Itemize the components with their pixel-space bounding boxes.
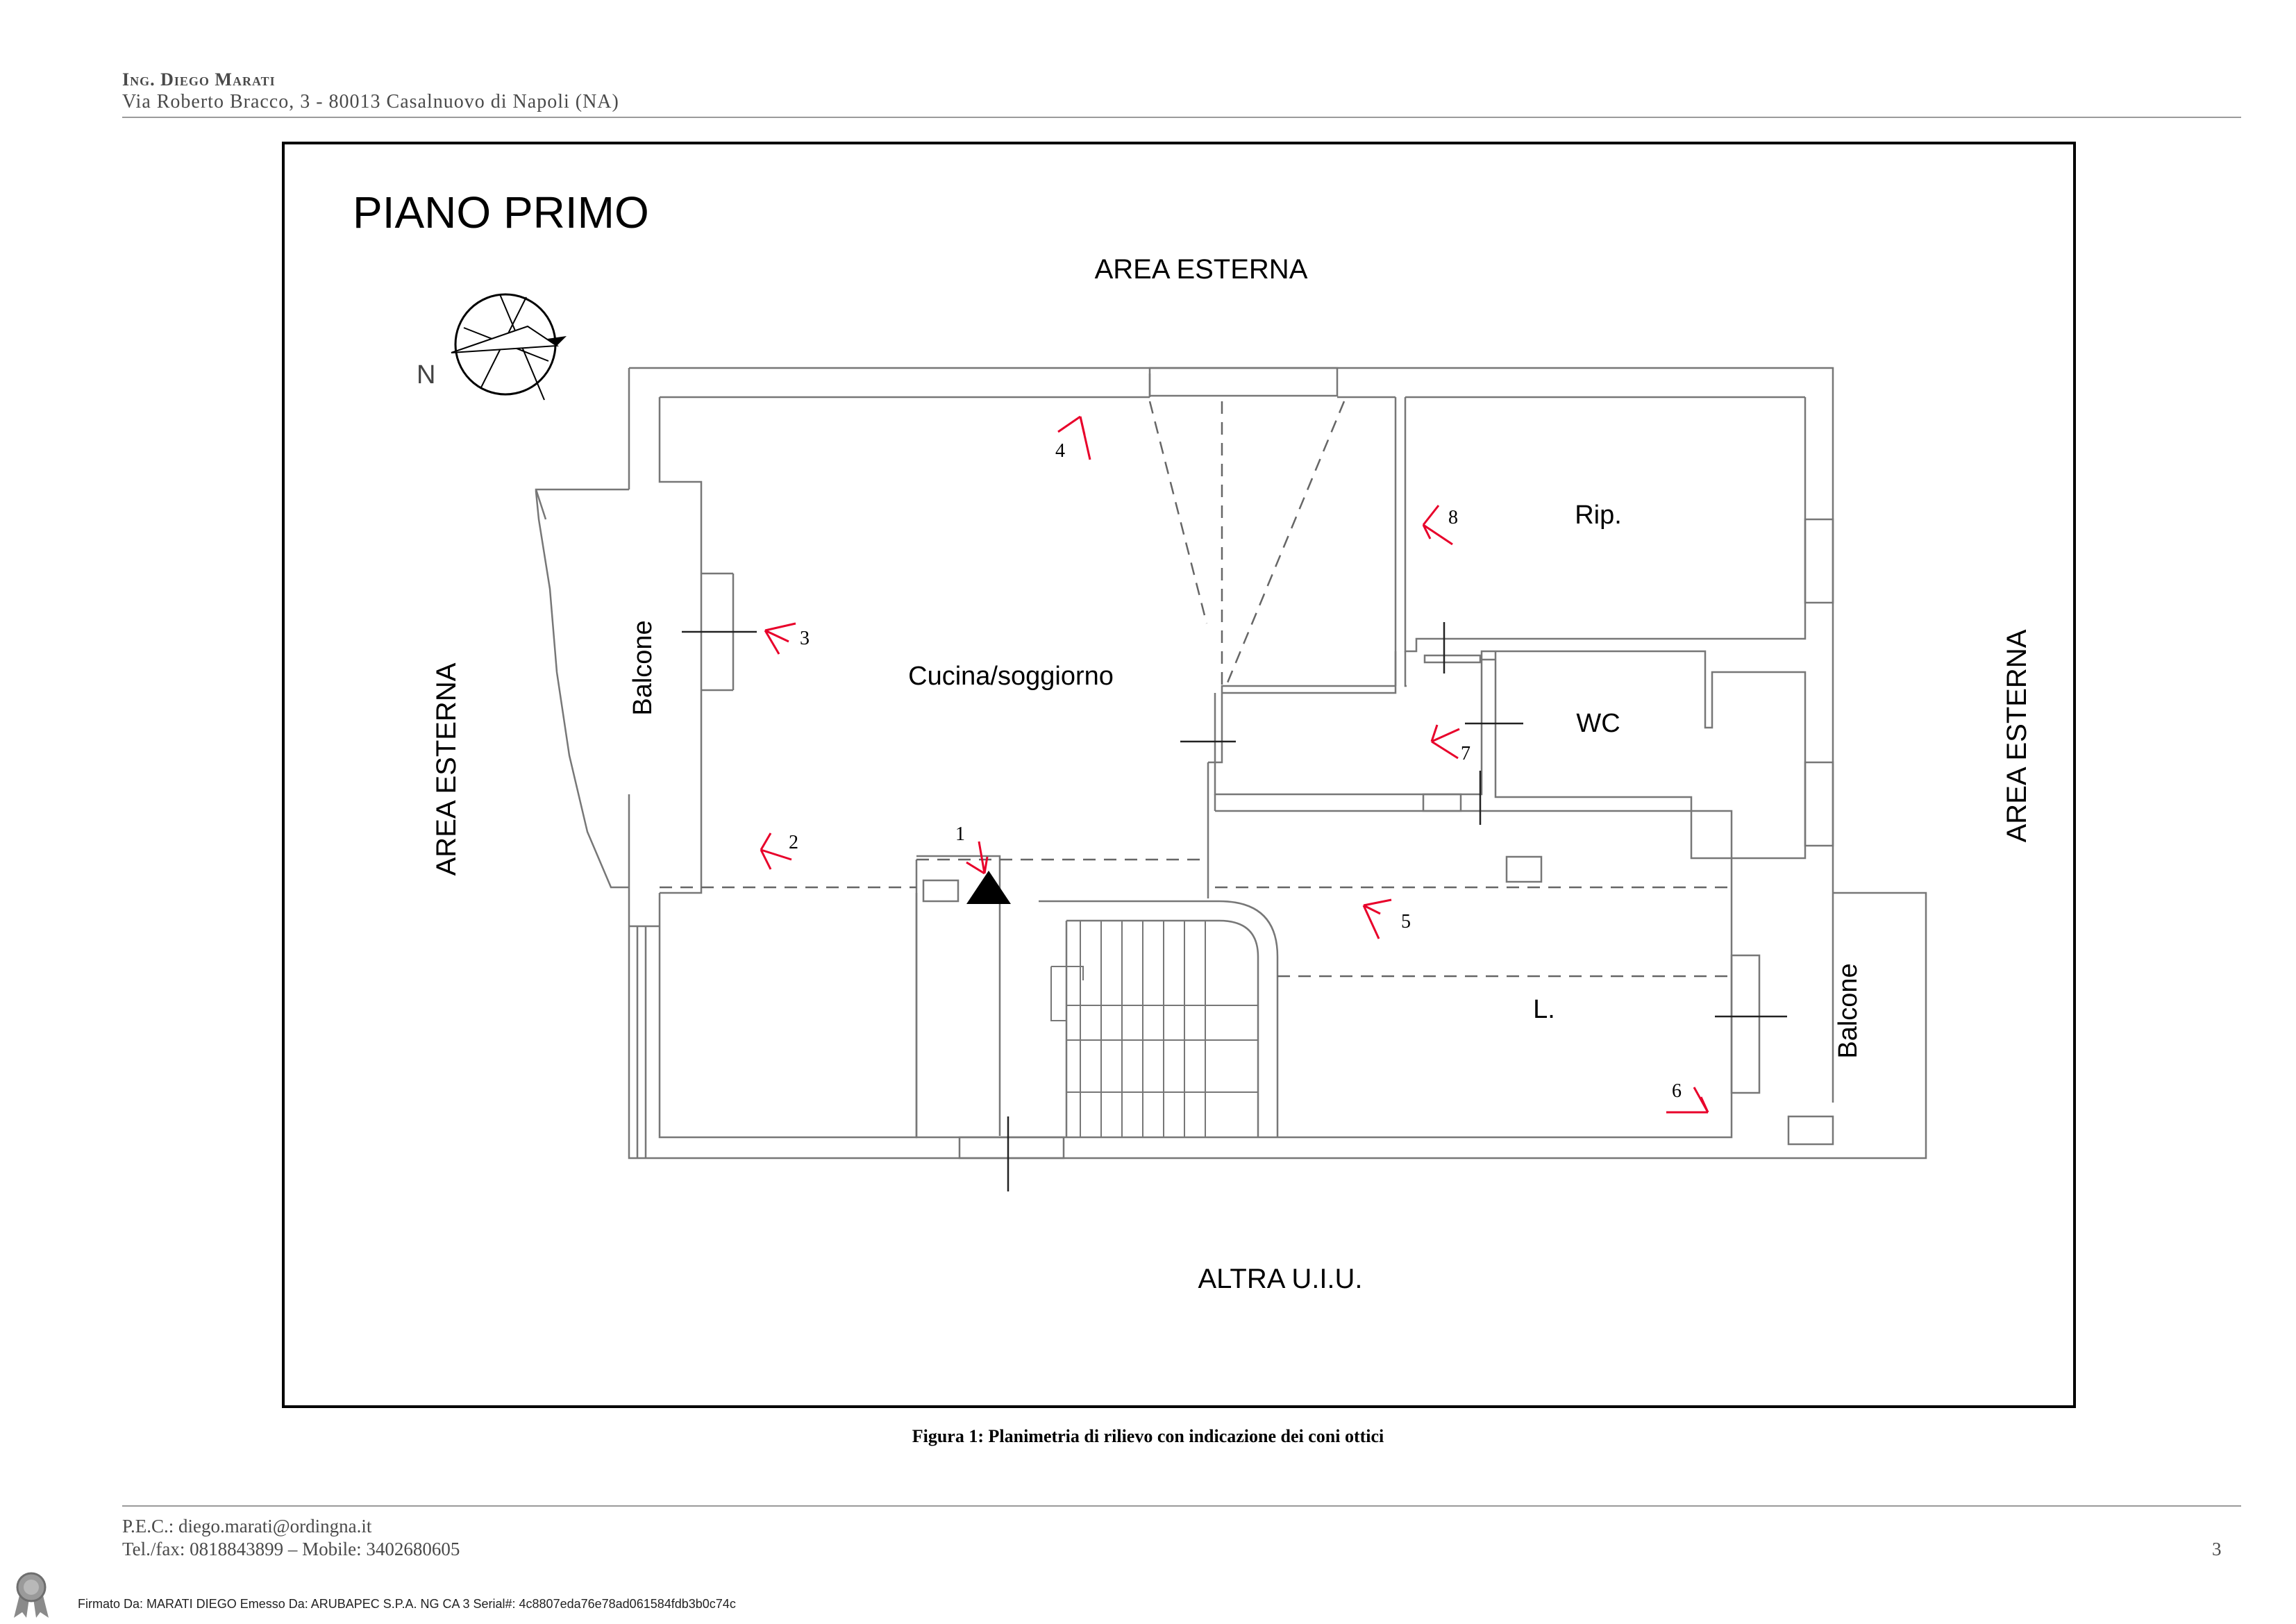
viewpoint-2-icon: [760, 832, 792, 870]
footer-pec: P.E.C.: diego.marati@ordingna.it: [122, 1516, 372, 1537]
viewpoint-number: 7: [1461, 743, 1470, 764]
digital-signature-text: Firmato Da: MARATI DIEGO Emesso Da: ARUB…: [78, 1597, 736, 1611]
ribbon-seal-icon: [14, 1572, 49, 1618]
viewpoint-1-icon: [966, 841, 989, 875]
floor-plan: PIANO PRIMO AREA ESTERNA ALTRA U.I.U. AR…: [353, 187, 2032, 1294]
north-label: N: [417, 360, 435, 390]
plan-title: PIANO PRIMO: [353, 187, 649, 237]
plan-cut-lines: [682, 622, 1787, 1191]
label-rip: Rip.: [1575, 501, 1622, 530]
viewpoint-number: 2: [789, 832, 798, 853]
figure-caption: Figura 1: Planimetria di rilievo con ind…: [912, 1426, 1384, 1446]
viewpoint-number: 6: [1672, 1080, 1682, 1102]
label-l: L.: [1533, 995, 1555, 1024]
label-area-right: AREA ESTERNA: [2002, 629, 2032, 842]
label-balcone-left: Balcone: [628, 620, 657, 715]
footer-tel: Tel./fax: 0818843899 – Mobile: 340268060…: [122, 1539, 460, 1559]
label-balcone-right: Balcone: [1834, 963, 1863, 1058]
page-number: 3: [2212, 1539, 2222, 1559]
label-altra-uiu: ALTRA U.I.U.: [1198, 1264, 1362, 1294]
viewpoint-7-icon: [1430, 724, 1460, 760]
label-area-top: AREA ESTERNA: [1095, 254, 1308, 285]
label-wc: WC: [1576, 709, 1620, 738]
viewpoint-number: 4: [1055, 440, 1065, 462]
viewpoint-6-icon: [1666, 1087, 1709, 1114]
label-area-left: AREA ESTERNA: [431, 662, 462, 876]
header-rule: [122, 117, 2241, 118]
viewpoint-markers: [760, 415, 1709, 1114]
entrance-marker-icon: [966, 871, 1011, 904]
label-cucina-soggiorno: Cucina/soggiorno: [908, 662, 1114, 691]
viewpoint-4-icon: [1057, 415, 1091, 460]
viewpoint-number: 8: [1448, 507, 1458, 528]
viewpoint-3-icon: [764, 622, 796, 655]
footer-rule: [122, 1505, 2241, 1507]
viewpoint-numbers: 1 2 3 4 5 6 7 8: [789, 440, 1682, 1102]
floor-plan-frame: PIANO PRIMO AREA ESTERNA ALTRA U.I.U. AR…: [282, 142, 2076, 1408]
header-name: Ing. Diego Marati: [122, 69, 276, 90]
header-address: Via Roberto Bracco, 3 - 80013 Casalnuovo…: [122, 91, 619, 112]
viewpoint-number: 3: [800, 628, 810, 649]
viewpoint-5-icon: [1362, 898, 1392, 939]
viewpoint-8-icon: [1422, 505, 1453, 546]
plan-dashed-lines: [660, 401, 1732, 978]
viewpoint-number: 1: [955, 823, 965, 845]
viewpoint-number: 5: [1401, 911, 1411, 932]
north-arrow-icon: [451, 293, 567, 401]
plan-walls: [535, 367, 1927, 1160]
